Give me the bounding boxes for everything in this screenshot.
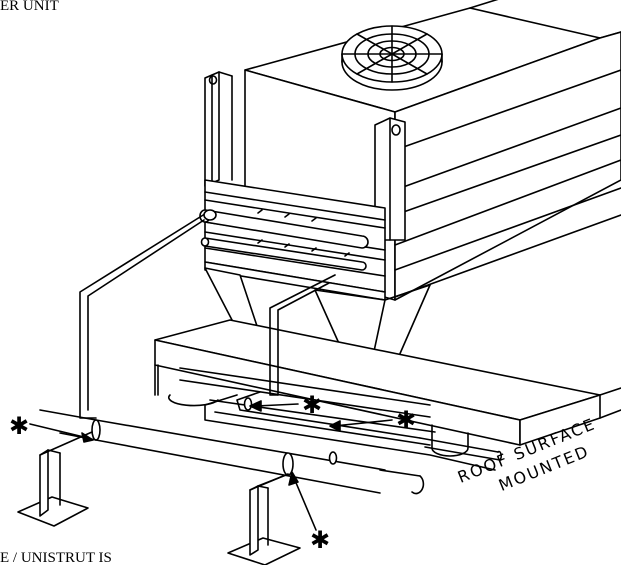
asterisk-marker: ✱	[310, 526, 330, 554]
callout-asterisk-bottom: ✱	[288, 471, 330, 554]
asterisk-marker: ✱	[302, 391, 322, 419]
pipe-clamps	[243, 397, 338, 476]
right-pedestal	[227, 473, 301, 565]
refrigerant-pipes	[39, 209, 503, 495]
left-pedestal	[17, 431, 93, 527]
callout-asterisk-right: ✱	[329, 406, 416, 434]
roof-curb	[154, 319, 621, 457]
asterisk-marker: ✱	[9, 412, 29, 440]
callout-asterisk-center: ✱	[249, 391, 322, 419]
asterisk-marker: ✱	[396, 406, 416, 434]
header-pipes	[199, 209, 369, 271]
left-channel-post	[204, 71, 233, 187]
bottom-caption: E / UNISTRUT IS	[0, 550, 112, 565]
callout-asterisk-left: ✱	[9, 412, 94, 443]
top-caption: ER UNIT	[0, 0, 59, 14]
fan-icon	[341, 25, 443, 91]
